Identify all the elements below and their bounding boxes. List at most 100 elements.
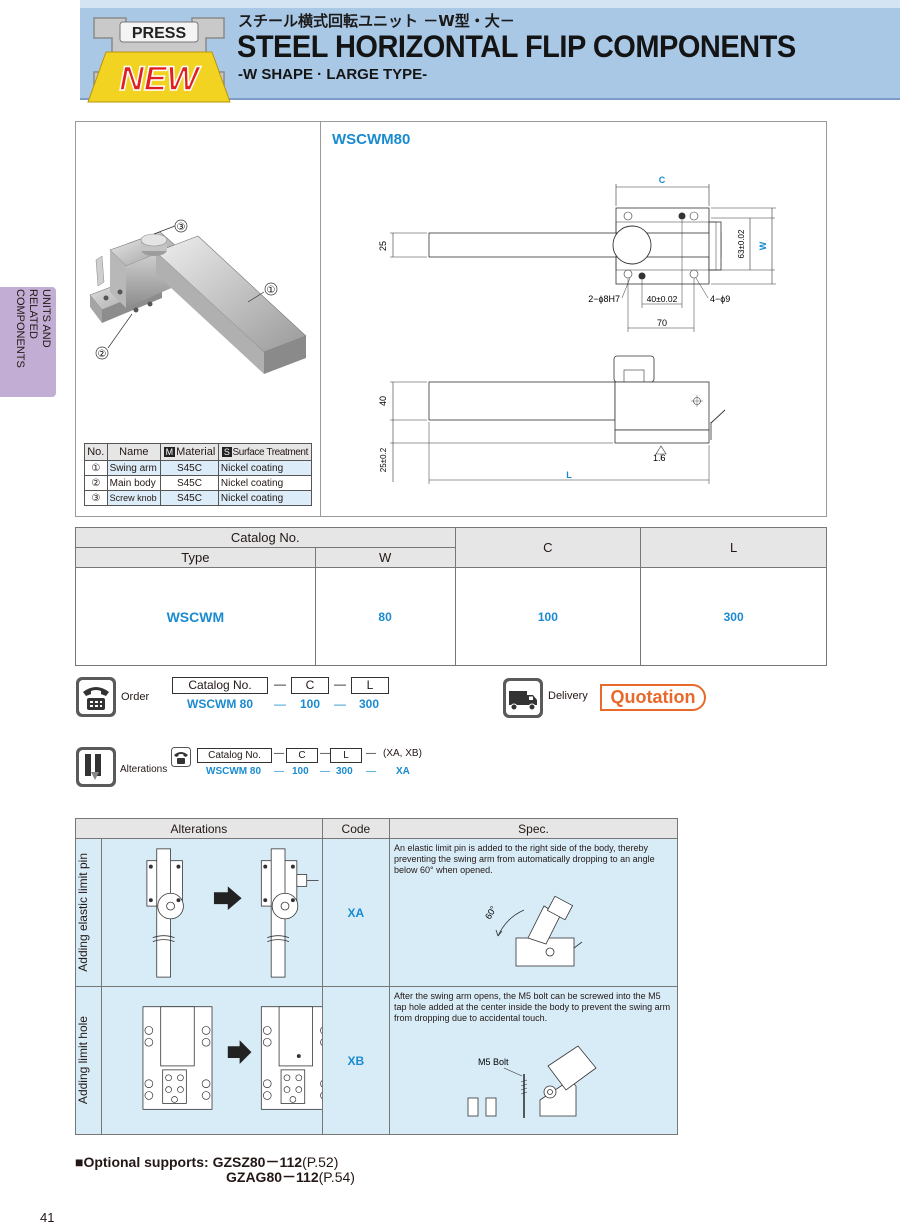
order-value-l: 300: [359, 697, 380, 711]
dim-w: W: [758, 241, 768, 250]
quotation-badge: Quotation: [600, 684, 706, 711]
page-subtitle: -W SHAPE · LARGE TYPE-: [238, 66, 428, 83]
mat-col-surface-label: Surface Treatment: [232, 446, 309, 458]
spec-table: Catalog No. C L Type W WSCWM 80 100 300: [75, 527, 827, 666]
mat-no: ③: [84, 490, 108, 506]
xa-spec-diagram: 60°: [483, 895, 583, 967]
mat-no: ①: [84, 460, 108, 476]
roughness-label: 1.6: [653, 453, 666, 463]
order-value-catalog: WSCWM 80: [187, 697, 253, 711]
arrow-right-icon: [227, 1040, 252, 1064]
mat-no: ②: [84, 475, 108, 491]
side-tab: [0, 287, 56, 397]
callout-3: ③: [177, 222, 186, 233]
callout-2: ②: [98, 349, 107, 360]
xa-diagram: [146, 848, 319, 978]
type-header: Type: [75, 547, 316, 568]
alt-dash: —: [320, 748, 330, 759]
table-row: ② Main body S45C Nickel coating: [84, 475, 313, 491]
panel-divider: [320, 121, 321, 517]
dim-c: C: [659, 175, 666, 185]
alt-value-l: 300: [336, 766, 353, 777]
alt-value-c: 100: [292, 766, 309, 777]
alt-value-dash: —: [320, 766, 330, 777]
dim-25b: 25±0.2: [379, 447, 388, 472]
mat-col-no: No.: [84, 443, 108, 461]
badge-new-text: NEW: [119, 60, 201, 98]
alt-row-label: Adding limit hole: [76, 1016, 90, 1105]
optional-item-2: GZAG80－112: [226, 1169, 319, 1185]
optional-label: ■Optional supports:: [75, 1154, 209, 1170]
catalog-header: Catalog No.: [75, 527, 456, 548]
alt-row-label: Adding elastic limit pin: [76, 853, 90, 972]
product-illustration: ③ ① ②: [89, 219, 307, 374]
truck-delivery-icon: [503, 678, 543, 718]
order-l-box: L: [351, 677, 389, 694]
page-number: 41: [40, 1210, 55, 1225]
alt-suffix: (XA, XB): [383, 748, 422, 759]
alterations-icon: [76, 747, 116, 787]
header-rule: [80, 98, 900, 100]
spec-c: 100: [454, 567, 642, 666]
bolt-label: M5 Bolt: [478, 1057, 509, 1067]
mat-name: Main body: [106, 475, 162, 491]
c-header: C: [454, 527, 642, 568]
order-dash: —: [334, 677, 346, 691]
mat-surface: Nickel coating: [217, 460, 313, 476]
alt-l-box: L: [330, 748, 362, 763]
alt-col-code: Code: [321, 818, 390, 839]
dim-40b: 40: [378, 396, 388, 406]
order-value-dash: —: [334, 697, 346, 711]
alt-spec: After the swing arm opens, the M5 bolt c…: [393, 991, 671, 1023]
dim-l: L: [566, 470, 572, 480]
table-row: Adding elastic limit pin: [75, 838, 679, 987]
japanese-title: スチール横式回転ユニット －W型・大－: [238, 12, 515, 30]
dim-25: 25: [378, 241, 388, 251]
xb-spec-diagram: M5 Bolt: [467, 1045, 597, 1118]
optional-supports-line-2: GZAG80－112(P.54): [226, 1167, 355, 1187]
alt-catalog-box: Catalog No.: [197, 748, 272, 763]
table-row: ① Swing arm S45C Nickel coating: [84, 460, 313, 476]
header-top-band: [80, 0, 900, 8]
order-label: Order: [121, 691, 150, 703]
optional-item-1: GZSZ80－112: [212, 1154, 303, 1170]
order-catalog-box: Catalog No.: [172, 677, 268, 694]
alt-value-catalog: WSCWM 80: [206, 766, 261, 777]
model-label: WSCWM80: [332, 131, 411, 148]
alt-code: XB: [321, 986, 390, 1135]
order-dash: —: [274, 677, 286, 691]
l-header: L: [640, 527, 827, 568]
dim-63: 63±0.02: [737, 229, 746, 258]
press-new-badge: PRESS NEW: [87, 17, 231, 103]
table-row: ③ Screw knob S45C Nickel coating: [84, 490, 313, 506]
mat-name: Swing arm: [106, 460, 162, 476]
alt-value-dash: —: [366, 766, 376, 777]
mat-surface: Nickel coating: [217, 475, 313, 491]
technical-drawing: C 63±0.02 W 25 40±0.02 70 2−ϕ8H7 4−ϕ9 40…: [378, 175, 776, 484]
mat-material: S45C: [160, 490, 219, 506]
spec-type: WSCWM: [75, 567, 316, 666]
mat-material: S45C: [160, 460, 219, 476]
dim-40: 40±0.02: [647, 294, 678, 304]
material-mark-icon: M: [163, 447, 176, 457]
alt-value-dash: —: [274, 766, 284, 777]
dim-70: 70: [657, 318, 667, 328]
side-tab-label: UNITS AND RELATED COMPONENTS: [14, 289, 52, 368]
w-header: W: [314, 547, 456, 568]
delivery-label: Delivery: [548, 690, 588, 702]
angle-label: 60°: [483, 904, 499, 921]
mat-name: Screw knob: [106, 490, 162, 506]
alterations-table: Alterations Code Spec. Adding elastic li…: [75, 818, 679, 1135]
alt-col-alterations: Alterations: [75, 818, 323, 839]
order-value-dash: —: [274, 697, 286, 711]
mat-col-name: Name: [106, 443, 162, 461]
spec-l: 300: [640, 567, 827, 666]
mat-col-material-label: Material: [176, 446, 216, 458]
product-panel: [75, 121, 827, 517]
table-row: WSCWM 80 100 300: [75, 567, 827, 666]
badge-press-text: PRESS: [132, 25, 187, 42]
order-value-c: 100: [300, 697, 321, 711]
